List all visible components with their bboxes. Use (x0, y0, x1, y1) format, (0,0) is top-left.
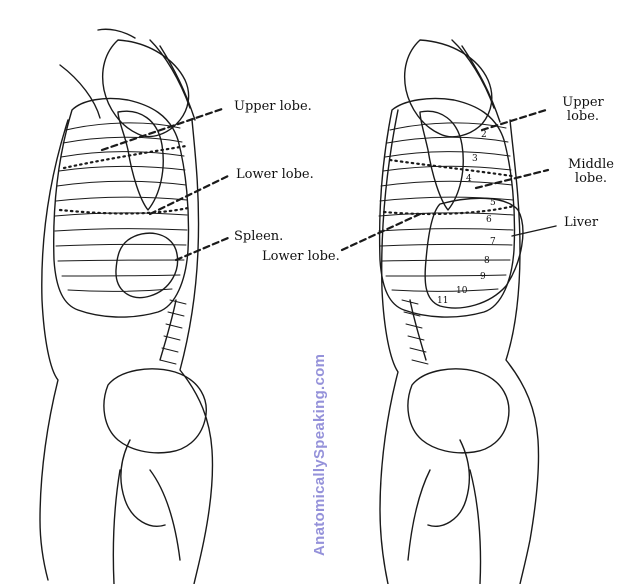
leader-right-upper-lobe (480, 108, 548, 132)
right-ribcage-outline (378, 97, 516, 318)
rib-number-10: 10 (456, 286, 468, 296)
label-right-middle-lobe-line1: Middle (568, 157, 614, 172)
right-pelvis (407, 368, 510, 454)
spleen-outline (115, 232, 179, 299)
leader-spleen (174, 236, 230, 262)
rib-number-9: 9 (480, 272, 486, 282)
left-figure (39, 28, 230, 584)
liver-outline (424, 197, 524, 309)
right-body-front (379, 109, 399, 584)
rib-number-8: 8 (484, 256, 490, 266)
label-liver: Liver (564, 215, 599, 230)
left-femur (112, 469, 181, 584)
right-lung-border-upper (388, 158, 514, 178)
rib-number-7: 7 (490, 237, 496, 247)
left-ribs (54, 122, 188, 292)
label-spleen: Spleen. (234, 229, 284, 244)
rib-number-3: 3 (472, 154, 478, 164)
left-body-front (39, 119, 69, 581)
leader-right-middle-lobe (474, 168, 550, 190)
left-heart (117, 110, 164, 211)
right-heart (419, 110, 464, 211)
rib-number-5: 5 (490, 198, 496, 208)
leader-liver (511, 225, 557, 237)
left-body-back (179, 119, 214, 584)
right-figure (340, 39, 557, 584)
right-lung-border-lower (382, 204, 516, 216)
label-right-middle-lobe-line2: lobe. (574, 171, 608, 186)
right-ribs (378, 122, 514, 292)
right-neck-line-2 (461, 45, 501, 123)
label-right-upper-lobe: Upper lobe. (556, 96, 610, 124)
leader-left-lower-lobe (148, 174, 230, 216)
rib-number-4: 4 (466, 174, 472, 184)
watermark-text: AnatomicallySpeaking.com (311, 353, 328, 556)
left-lung-border-lower (58, 206, 190, 215)
label-right-middle-lobe: Middle lobe. (560, 158, 622, 186)
left-lung-border-upper (62, 144, 188, 170)
left-ribcage-outline (53, 97, 190, 318)
left-pelvis (103, 368, 207, 454)
label-left-upper-lobe: Upper lobe. (234, 99, 312, 114)
label-left-lower-lobe: Lower lobe. (236, 167, 314, 182)
leader-right-lower-lobe (340, 212, 422, 252)
label-right-lower-lobe: Lower lobe. (262, 249, 340, 264)
label-right-upper-lobe-line1: Upper (562, 95, 604, 110)
left-arm-outline (101, 39, 190, 138)
left-upper-arm (59, 64, 101, 119)
right-arm-outline (403, 39, 493, 138)
leader-left-upper-lobe (100, 106, 227, 152)
left-neck-line-2 (159, 45, 196, 121)
rib-number-6: 6 (486, 215, 492, 225)
left-neck-line (149, 39, 191, 109)
label-right-upper-lobe-line2: lobe. (566, 109, 600, 124)
right-spine (401, 299, 429, 365)
right-femur (407, 469, 482, 584)
rib-number-11: 11 (437, 296, 449, 306)
left-hip-joint (120, 439, 166, 527)
right-hip-joint (427, 439, 471, 527)
right-body-back (505, 119, 540, 584)
left-spine (159, 299, 187, 365)
left-back-outline (97, 28, 136, 39)
rib-number-2: 2 (481, 130, 487, 140)
